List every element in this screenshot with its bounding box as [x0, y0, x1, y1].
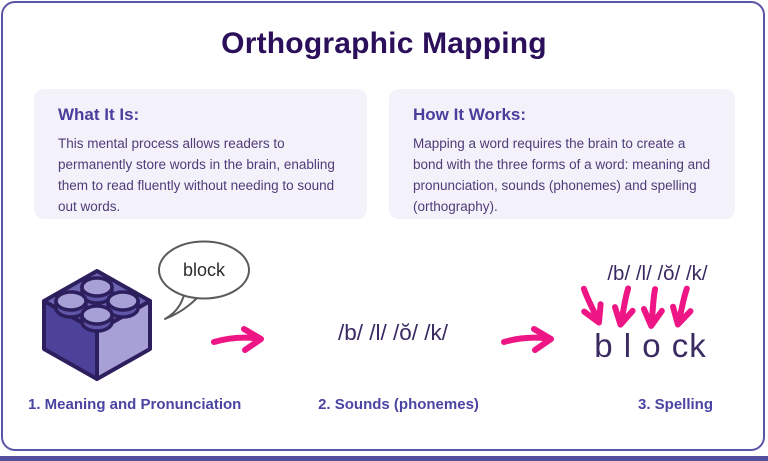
how-it-works-heading: How It Works: [413, 105, 527, 124]
arrow-right-icon [211, 325, 267, 353]
arrow-down-icon [638, 285, 669, 333]
step3-label: 3. Spelling [637, 396, 713, 413]
bubble-word: block [182, 260, 226, 280]
arrow-down-icon [571, 281, 613, 334]
how-it-works-box: How It Works: Mapping a word requires th… [389, 89, 735, 219]
phonemes-top-text: /b/ /l/ /ŏ/ /k/ [607, 262, 708, 285]
content-card [1, 1, 765, 451]
arrow-down-icon [607, 283, 642, 333]
speech-bubble-icon [155, 239, 253, 323]
arrow-right-icon [501, 325, 557, 353]
step2-label: 2. Sounds (phonemes) [318, 396, 479, 413]
how-it-works-body: Mapping a word requires the brain to cre… [413, 136, 711, 214]
phonemes-middle-text: /b/ /l/ /ŏ/ /k/ [337, 320, 449, 345]
page-title: Orthographic Mapping [221, 27, 547, 60]
spelled-word-text: b l o ck [594, 327, 707, 364]
arrow-down-icon [664, 283, 700, 334]
bottom-divider-bar [0, 456, 768, 461]
lego-brick-icon [38, 265, 156, 385]
step1-label: 1. Meaning and Pronunciation [28, 396, 242, 413]
what-it-is-box: What It Is: This mental process allows r… [34, 89, 367, 219]
what-it-is-heading: What It Is: [58, 105, 140, 124]
what-it-is-body: This mental process allows readers to pe… [58, 136, 335, 214]
